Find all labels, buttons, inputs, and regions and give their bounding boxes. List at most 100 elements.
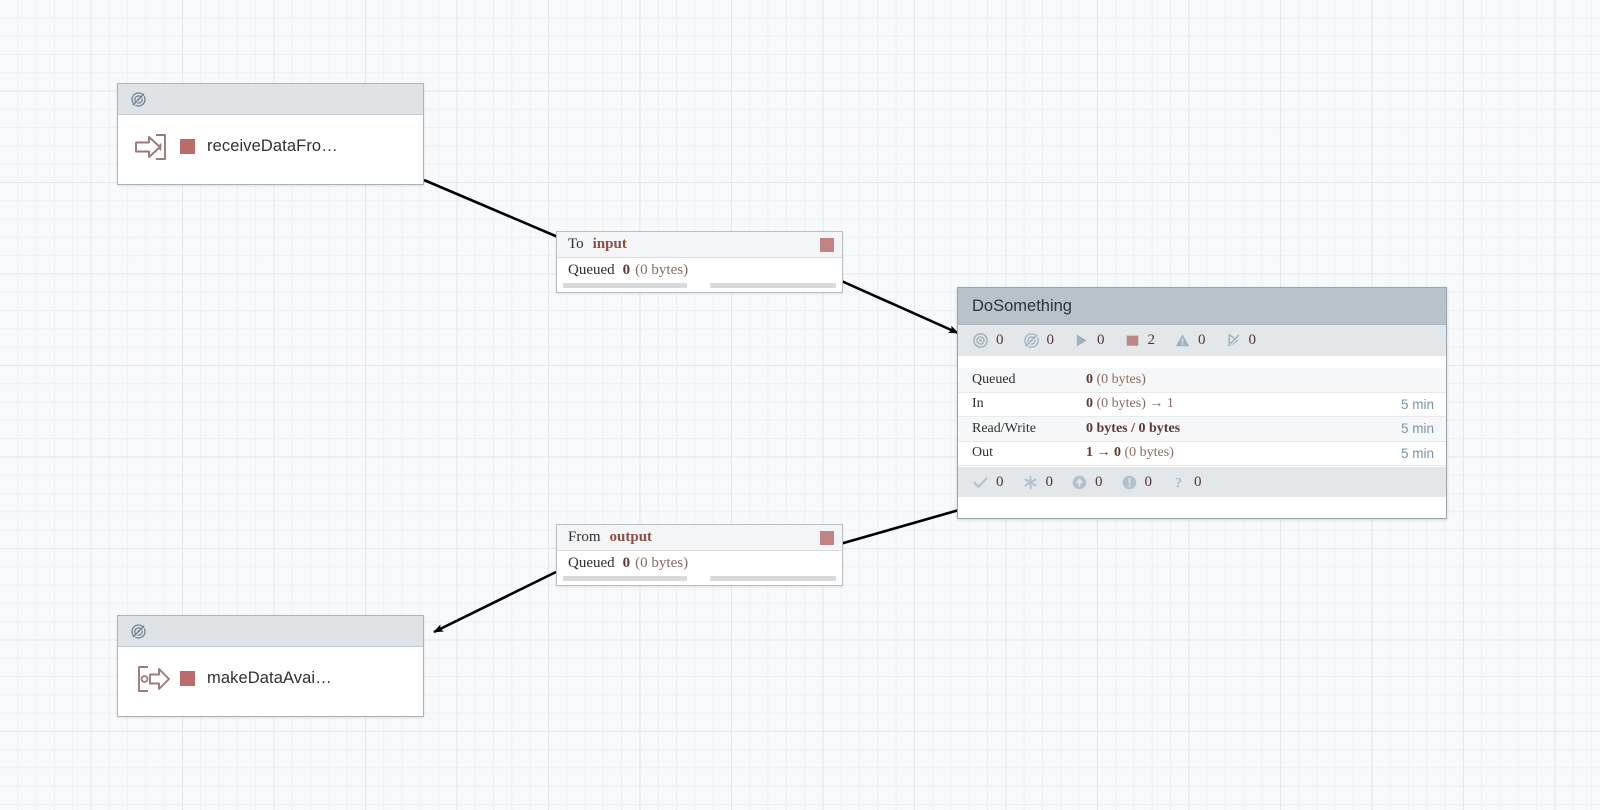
stat-value-bold: 0 [1086,396,1093,412]
queue-count-bar [563,575,688,581]
queued-label: Queued [568,554,615,571]
stat-label: Read/Write [972,420,1036,436]
connection-direction-label: From [568,529,601,545]
locally-modified-and-stale-count: 0 [1144,473,1153,490]
stat-value-rest: (0 bytes) → 1 [1093,396,1174,412]
status-disabled: 0 [1225,332,1257,349]
up-to-date-count: 0 [996,473,1004,490]
input-port-node[interactable]: receiveDataFro… [117,83,424,185]
input-port-header [118,84,423,115]
connection-direction-label: To [568,236,584,252]
question-mark-icon: ? [1170,474,1187,491]
transmission-disabled-icon [130,91,147,108]
locally-modified-count: 0 [1045,473,1054,490]
stat-value-rest: (0 bytes) [1121,445,1174,461]
connection-to-input-bars [557,282,842,288]
not-transmitting-count: 0 [1046,332,1055,348]
status-invalid: 0 [1174,332,1206,349]
not-transmitting-icon [1023,332,1040,349]
connection-from-output-queued: Queued 0 (0 bytes) [557,551,842,575]
stat-time: 5 min [1400,421,1434,437]
queue-size-bar [710,575,836,581]
version-stale: 0 [1071,474,1103,491]
invalid-icon [1174,332,1191,349]
queue-size-bar [710,282,836,288]
connection-status-square [820,530,834,545]
output-port-header [118,616,423,647]
stat-value: 0 (0 bytes) → 1 [1086,396,1401,412]
stat-time: 5 min [1400,445,1434,461]
stopped-icon [1124,332,1141,349]
connection-relationship-name: input [592,236,627,252]
status-running: 0 [1073,332,1105,349]
queued-size: (0 bytes) [635,554,689,571]
connection-status-square [820,237,834,252]
input-port-body: receiveDataFro… [118,115,423,178]
connection-from-output[interactable]: From output Queued 0 (0 bytes) [556,524,843,586]
disabled-icon [1225,332,1242,349]
output-port-body: makeDataAvai… [118,647,423,710]
asterisk-icon [1022,474,1039,491]
queued-count: 0 [622,261,631,278]
stat-value-bold: 0 bytes / 0 bytes [1086,420,1181,436]
status-not-transmitting: 0 [1023,332,1055,349]
process-group-title: DoSomething [958,288,1446,325]
version-up-to-date: 0 [972,474,1004,491]
running-icon [1073,332,1090,349]
disabled-count: 0 [1248,332,1257,348]
version-locally-modified: 0 [1022,473,1054,491]
connection-to-input-header: To input [557,232,842,258]
connection-to-input[interactable]: To input Queued 0 (0 bytes) [556,231,843,293]
version-sync-failure: ? 0 [1170,473,1202,492]
version-locally-modified-and-stale: 0 [1121,473,1153,491]
stat-value: 0 bytes / 0 bytes [1086,421,1401,437]
transmitting-count: 0 [996,332,1004,348]
connection-to-input-queued: Queued 0 (0 bytes) [557,258,842,282]
invalid-count: 0 [1198,332,1206,348]
process-group-spacer [958,357,1446,368]
stat-label: Out [972,445,993,461]
output-port-icon [132,662,172,696]
stat-value-bold: 1 → 0 [1086,445,1121,461]
table-row: Queued 0 (0 bytes) [958,368,1446,393]
output-port-status-square [180,671,195,686]
status-transmitting: 0 [972,332,1004,349]
svg-text:?: ? [1175,475,1182,490]
connection-from-output-bars [557,575,842,581]
stat-time: 5 min [1400,396,1434,412]
input-port-icon [132,130,172,164]
input-port-name: receiveDataFro… [207,137,338,155]
edge-group-to-connection [832,506,967,548]
arrow-up-circle-icon [1071,474,1088,491]
connection-relationship-name: output [609,529,653,545]
queue-count-bar [563,282,688,288]
table-row: In 0 (0 bytes) → 1 5 min [958,393,1446,417]
queued-label: Queued [568,261,615,278]
queued-count: 0 [622,554,631,571]
output-port-name: makeDataAvai… [207,669,332,687]
output-port-node[interactable]: makeDataAvai… [117,615,424,717]
stat-label: In [972,396,984,412]
process-group-version-bar: 0 0 [958,466,1446,497]
stat-value: 1 → 0 (0 bytes) [1086,445,1401,461]
stopped-count: 2 [1147,332,1156,348]
running-count: 0 [1097,332,1105,348]
process-group-stats-table: Queued 0 (0 bytes) In 0 (0 bytes) → 1 5 … [958,368,1446,466]
stat-value-rest: (0 bytes) [1093,371,1146,387]
table-row: Out 1 → 0 (0 bytes) 5 min [958,442,1446,466]
process-group-status-bar: 0 0 [958,325,1446,357]
transmission-disabled-icon [130,623,147,640]
status-stopped: 2 [1124,332,1156,349]
edge-connection-to-group [827,273,959,335]
check-icon [972,474,989,491]
sync-failure-count: 0 [1194,473,1202,490]
process-group-node[interactable]: DoSomething 0 [957,287,1447,519]
edge-connection-to-output [433,570,557,634]
queued-size: (0 bytes) [635,261,689,278]
stat-label: Queued [972,371,1016,387]
input-port-status-square [180,139,195,154]
connection-from-output-header: From output [557,525,842,551]
exclamation-circle-icon [1121,474,1138,491]
table-row: Read/Write 0 bytes / 0 bytes 5 min [958,417,1446,442]
